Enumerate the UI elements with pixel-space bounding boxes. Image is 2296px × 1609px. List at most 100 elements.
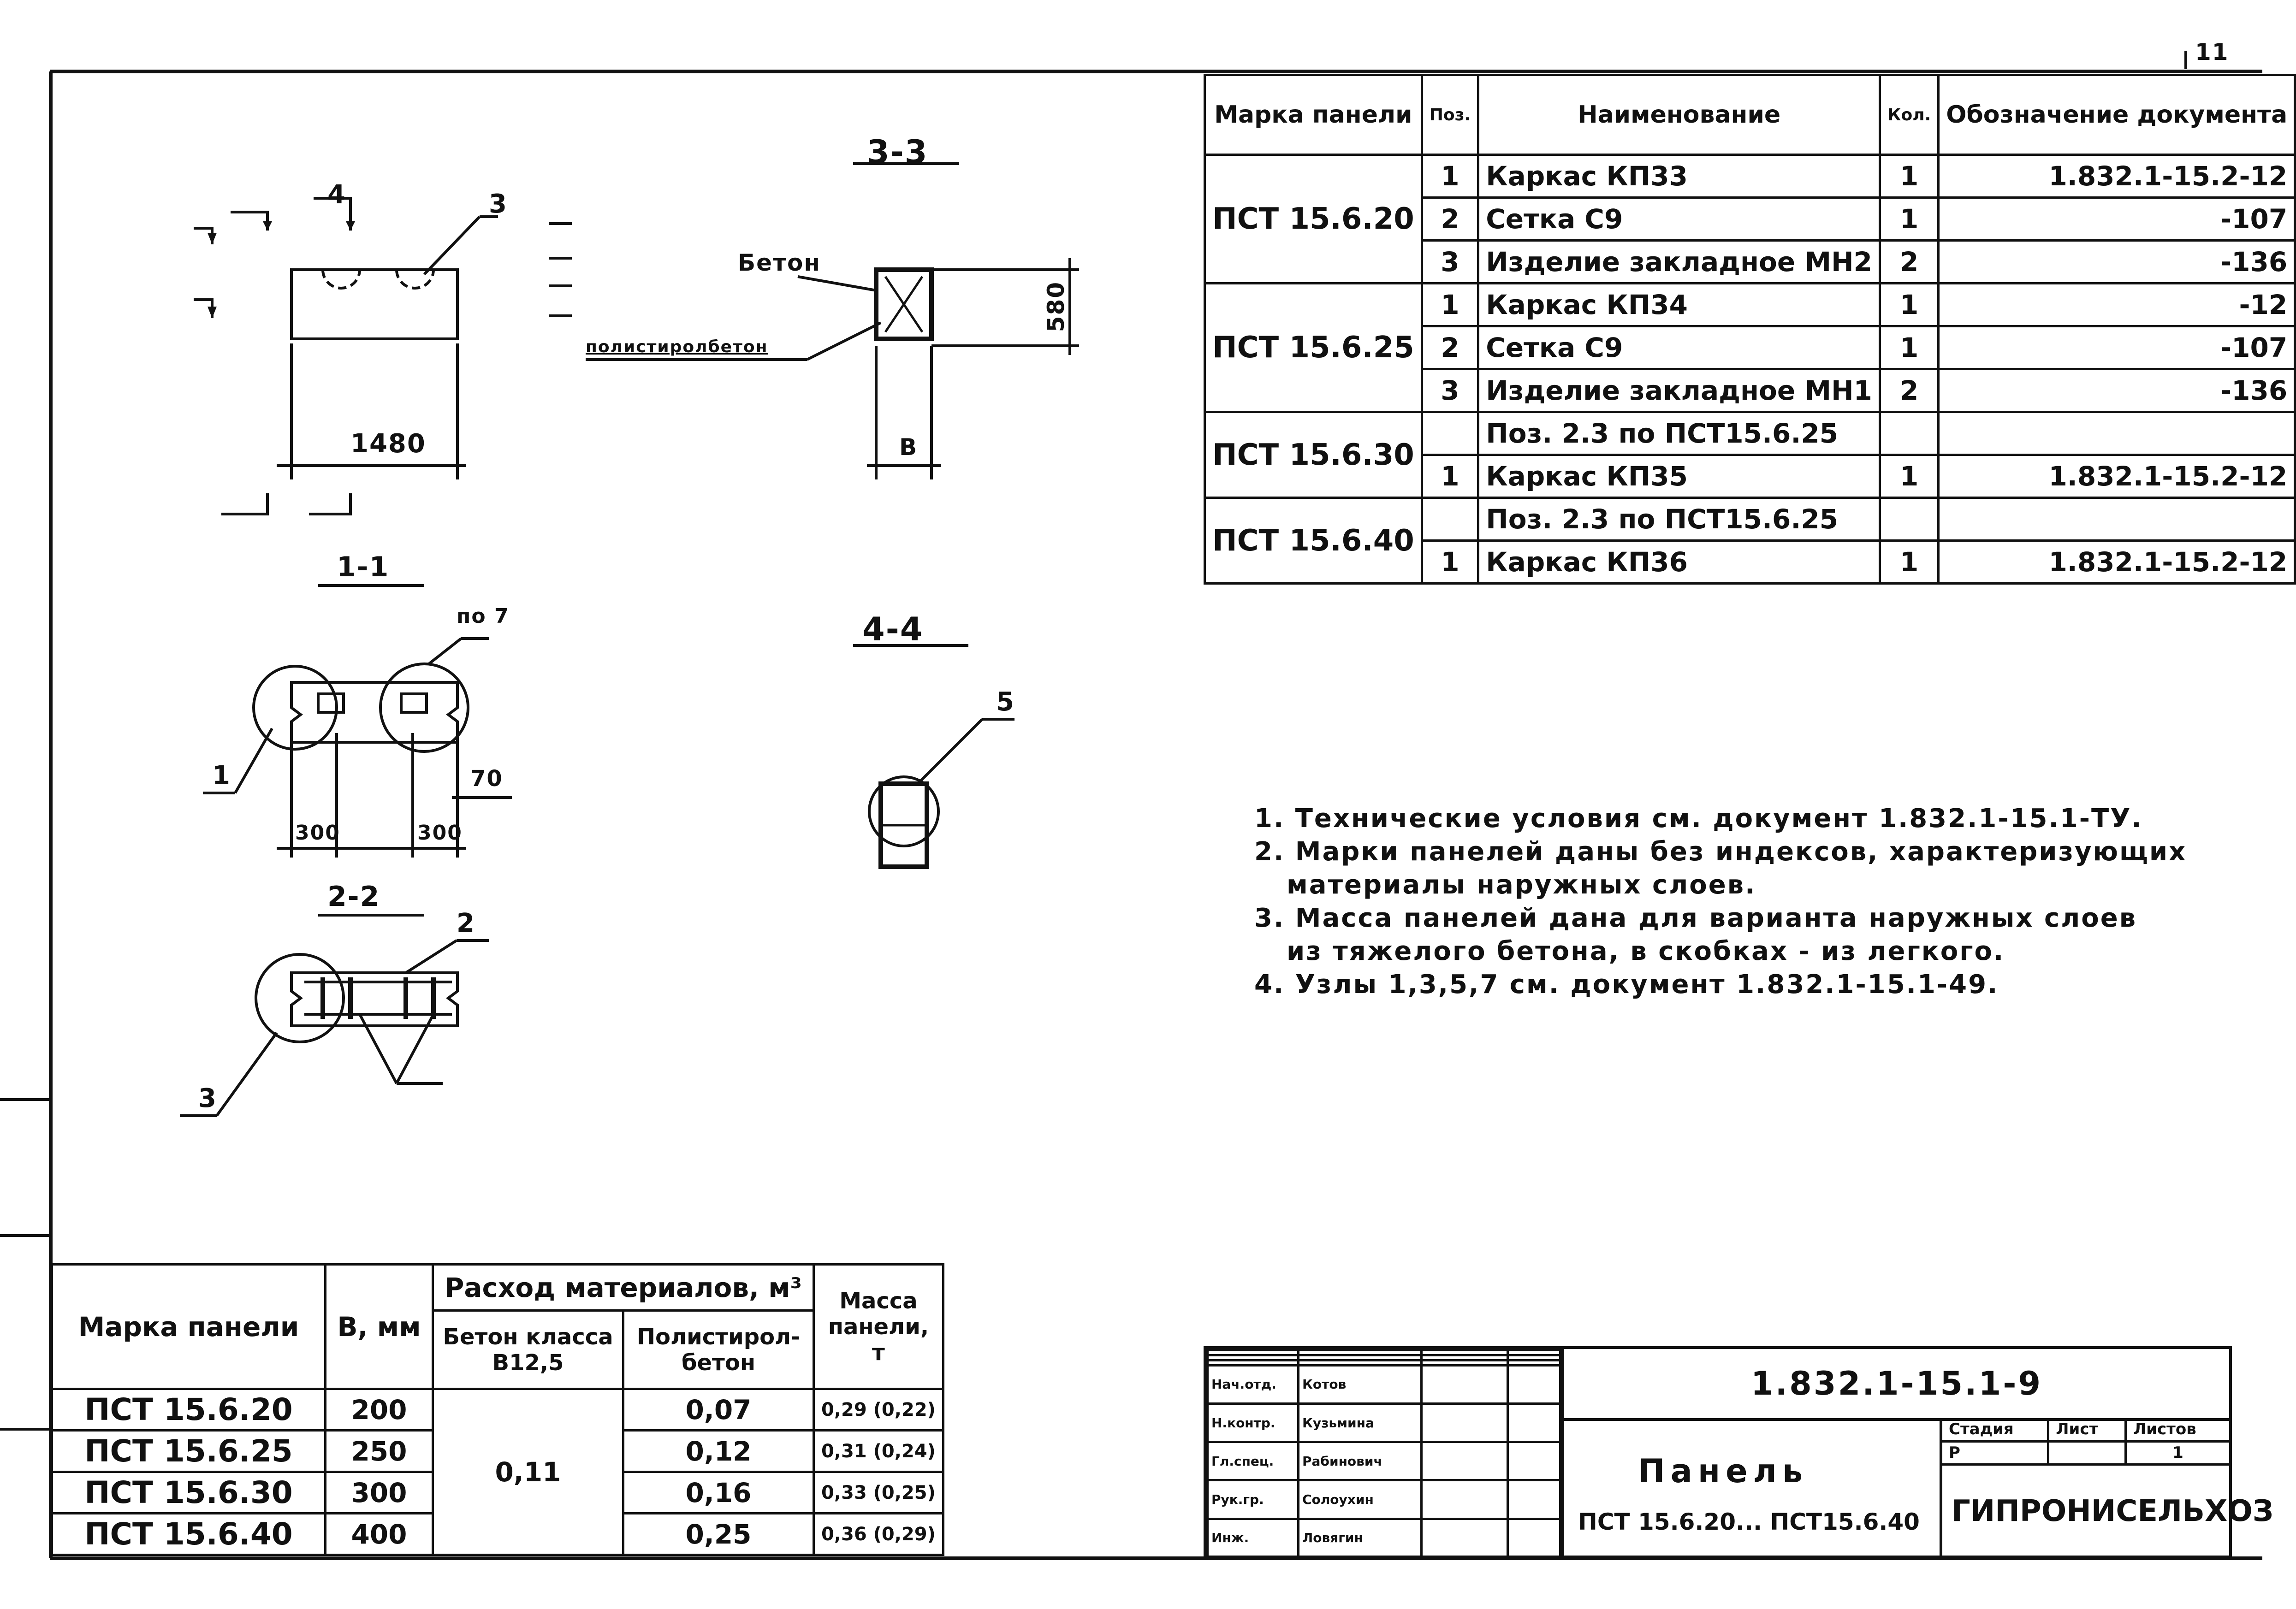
spec-pos: 3	[1420, 368, 1480, 413]
title-block-signatures: Нач.отд.Котов Н.контр.Кузьмина Гл.спец.Р…	[1206, 1349, 1561, 1559]
spec-header-qty: Кол.	[1879, 74, 1940, 156]
spec-qty: 2	[1879, 239, 1940, 284]
spec-doc: 1.832.1-15.2-12	[1937, 539, 2296, 585]
mat-mark: ПСТ 15.6.30	[51, 1471, 326, 1514]
mat-poly: 0,07	[622, 1388, 815, 1432]
section-2-2-label: 2-2	[327, 881, 380, 913]
spec-pos: 2	[1420, 196, 1480, 242]
note-line: из тяжелого бетона, в скобках - из легко…	[1287, 936, 2005, 966]
staff-name: Солоухин	[1297, 1479, 1423, 1520]
spec-mark: ПСТ 15.6.30	[1204, 411, 1423, 499]
spec-pos: 3	[1420, 239, 1480, 284]
spec-mark: ПСТ 15.6.25	[1204, 282, 1423, 413]
spec-mark: ПСТ 15.6.40	[1204, 497, 1423, 585]
staff-name: Кузьмина	[1297, 1402, 1423, 1443]
table-row: ПСТ 15.6.30 Поз. 2.3 по ПСТ15.6.25	[1204, 411, 2296, 499]
mat-mark: ПСТ 15.6.40	[51, 1512, 326, 1556]
staff-role: Инж.	[1206, 1517, 1299, 1559]
spec-name: Поз. 2.3 по ПСТ15.6.25	[1477, 497, 1881, 542]
staff-name: Котов	[1297, 1364, 1423, 1405]
sheets-label: Листов	[2124, 1418, 2229, 1443]
materials-table: Марка панели B, мм Расход материалов, м³…	[51, 1263, 944, 1556]
mat-b: 200	[324, 1388, 434, 1432]
mat-poly: 0,25	[622, 1512, 815, 1556]
table-row: ПСТ 15.6.25 1 Каркас КП34 1 -12	[1204, 282, 2296, 413]
dim-300-right: 300	[417, 821, 463, 845]
note-line: 2. Марки панелей даны без индексов, хара…	[1254, 837, 2187, 867]
table-row: ПСТ 15.6.20 200 0,11 0,07 0,29 (0,22)	[51, 1388, 944, 1556]
spec-doc: -136	[1937, 368, 2296, 413]
mat-header-mass: Масса панели, т	[813, 1263, 944, 1390]
spec-qty	[1879, 411, 1940, 456]
mat-mass: 0,29 (0,22)	[813, 1388, 944, 1432]
spec-header-mark: Марка панели	[1204, 74, 1423, 156]
table-row: ПСТ 15.6.20 1 Каркас КП33 1 1.832.1-15.2…	[1204, 154, 2296, 284]
callout-no7: по 7	[457, 604, 510, 628]
spec-doc	[1937, 497, 2296, 542]
spec-qty: 1	[1879, 454, 1940, 499]
spec-mark: ПСТ 15.6.20	[1204, 154, 1423, 284]
table-row: ПСТ 15.6.30 300 0,16 0,33 (0,25)	[51, 1471, 944, 1514]
spec-doc: -107	[1937, 196, 2296, 242]
table-row: ПСТ 15.6.25 250 0,12 0,31 (0,24)	[51, 1429, 944, 1473]
staff-name: Рабинович	[1297, 1441, 1423, 1482]
staff-row: Н.контр.Кузьмина	[1206, 1402, 1561, 1443]
spec-doc: -12	[1937, 282, 2296, 327]
note-line: 1. Технические условия см. документ 1.83…	[1254, 804, 2143, 834]
spec-name: Каркас КП34	[1477, 282, 1881, 327]
beton-label: Бетон	[738, 249, 821, 276]
mat-header-beton: Бетон класса В12,5	[432, 1309, 624, 1390]
mat-beton: 0,11	[432, 1388, 624, 1556]
spec-header-doc: Обозначение документа	[1937, 74, 2296, 156]
title-cell: Панель ПСТ 15.6.20... ПСТ15.6.40	[1561, 1418, 1942, 1556]
dim-1480: 1480	[350, 429, 426, 459]
spec-name: Изделие закладное МН1	[1477, 368, 1881, 413]
callout-1: 1	[212, 761, 231, 791]
spec-qty: 1	[1879, 154, 1940, 199]
mat-mark: ПСТ 15.6.25	[51, 1429, 326, 1473]
note-line: материалы наружных слоев.	[1287, 870, 1756, 900]
staff-role: Гл.спец.	[1206, 1441, 1299, 1482]
spec-header-pos: Поз.	[1420, 74, 1480, 156]
staff-role: Рук.гр.	[1206, 1479, 1299, 1520]
document-title: Панель	[1638, 1452, 1809, 1490]
note-line: 3. Масса панелей дана для варианта наруж…	[1254, 903, 2137, 933]
dim-70: 70	[470, 766, 503, 792]
spec-pos: 1	[1420, 454, 1480, 499]
stage-table: Стадия Лист Листов Р 1	[1942, 1418, 2229, 1466]
stage-label: Стадия	[1942, 1418, 2050, 1443]
section-3-3-label: 3-3	[867, 133, 928, 171]
stage-value: Р	[1942, 1440, 2050, 1466]
table-row: 3 Изделие закладное МН2 2 -136	[1205, 239, 2296, 284]
callout-5: 5	[996, 687, 1015, 717]
staff-row: Рук.гр.Солоухин	[1206, 1479, 1561, 1520]
spec-pos: 2	[1420, 325, 1480, 370]
mat-b: 250	[324, 1429, 434, 1473]
staff-row: Гл.спец.Рабинович	[1206, 1441, 1561, 1482]
specification-table: Марка панели Поз. Наименование Кол. Обоз…	[1204, 74, 2296, 585]
mat-header-consumption: Расход материалов, м³	[432, 1263, 815, 1312]
spec-doc	[1937, 411, 2296, 456]
spec-doc: 1.832.1-15.2-12	[1937, 454, 2296, 499]
spec-doc: 1.832.1-15.2-12	[1937, 154, 2296, 199]
callout-2: 2	[457, 908, 475, 938]
mat-mass: 0,33 (0,25)	[813, 1471, 944, 1514]
spec-name: Поз. 2.3 по ПСТ15.6.25	[1477, 411, 1881, 456]
mat-mark: ПСТ 15.6.20	[51, 1388, 326, 1432]
document-subtitle: ПСТ 15.6.20... ПСТ15.6.40	[1578, 1508, 1920, 1535]
spec-qty: 1	[1879, 196, 1940, 242]
spec-qty: 1	[1879, 325, 1940, 370]
spec-pos: 1	[1420, 282, 1480, 327]
callout-3: 3	[198, 1083, 217, 1113]
dim-300-left: 300	[295, 821, 340, 845]
staff-role: Нач.отд.	[1206, 1364, 1299, 1405]
spec-name: Сетка С9	[1477, 325, 1881, 370]
spec-pos: 1	[1420, 154, 1480, 199]
table-row: ПСТ 15.6.40 400 0,25 0,36 (0,29)	[51, 1512, 944, 1556]
table-row: ПСТ 15.6.40 Поз. 2.3 по ПСТ15.6.25	[1204, 497, 2296, 585]
spec-name: Сетка С9	[1477, 196, 1881, 242]
mat-mass: 0,36 (0,29)	[813, 1512, 944, 1556]
table-row: 3 Изделие закладное МН1 2 -136	[1205, 368, 2296, 413]
table-row: 2 Сетка С9 1 -107	[1205, 325, 2296, 370]
